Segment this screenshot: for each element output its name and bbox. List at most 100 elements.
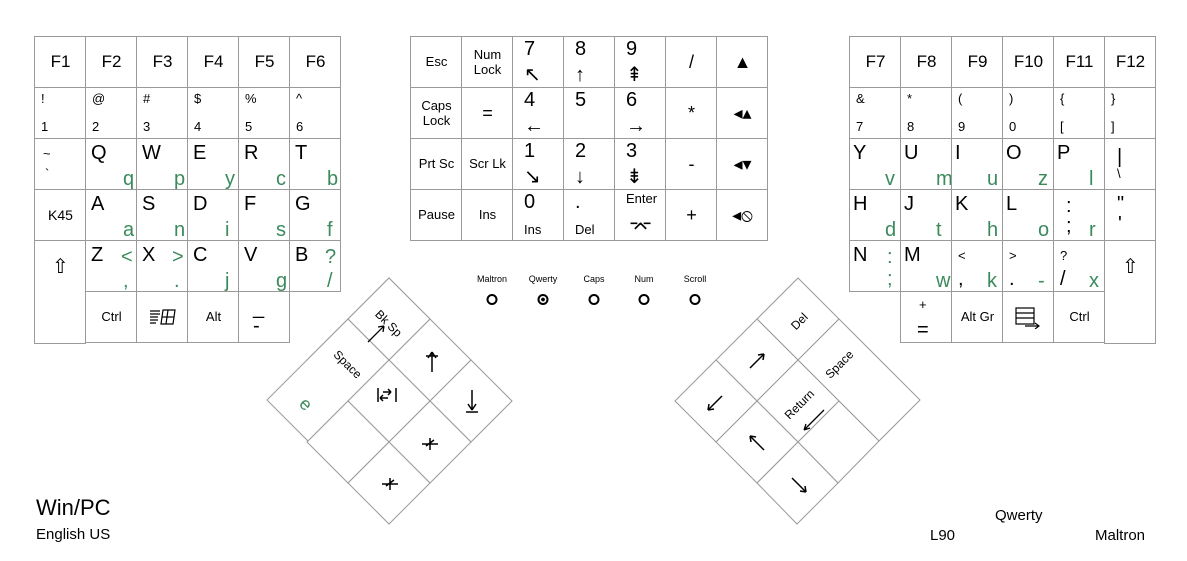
key-f1[interactable]: F1 (34, 36, 86, 88)
key-f12[interactable]: F12 (1104, 36, 1156, 88)
windows-icon (149, 309, 177, 330)
key-letter: B (295, 244, 309, 266)
key-f7[interactable]: F7 (849, 36, 901, 88)
right-shift-key[interactable]: ⇧ (1104, 240, 1156, 344)
key-bottom-4[interactable]: ?/x (1053, 240, 1105, 292)
key-digit-6[interactable]: ^6 (289, 87, 341, 139)
key-symbol: = (917, 319, 929, 341)
key-b[interactable]: B?/ (289, 240, 341, 292)
center-key-r4-c6[interactable]: + (665, 189, 717, 241)
key-letter: O (1006, 142, 1022, 164)
left-bksp-area[interactable] (347, 277, 431, 361)
minus-key[interactable]: _- (238, 291, 290, 343)
key-digit-3[interactable]: #3 (136, 87, 188, 139)
key-maltron-letter: i (225, 219, 230, 241)
key-f10[interactable]: F10 (1002, 36, 1054, 88)
key-f5[interactable]: F5 (238, 36, 290, 88)
right-ctrl-key[interactable]: Ctrl (1053, 291, 1105, 343)
key-shift-symbol: + (919, 297, 927, 312)
key-maltron-letter: z (1038, 168, 1048, 190)
arrow-down-left-icon (707, 395, 723, 411)
center-key-r1-c6[interactable]: / (665, 36, 717, 88)
center-key-r4-c5[interactable]: Enter⌤ (614, 189, 666, 241)
key-maltron-letter: n (174, 219, 186, 241)
key-maltron-symbol: > (172, 246, 184, 268)
key-digit: 0 (1009, 119, 1017, 134)
key-shift-symbol: } (1111, 91, 1116, 106)
key-f3[interactable]: F3 (136, 36, 188, 88)
center-key-r2-c4[interactable]: 5 (563, 87, 615, 139)
key-primary: . (575, 191, 581, 213)
key-label: Alt Gr (960, 309, 995, 325)
key-secondary: ↘ (524, 166, 541, 188)
os-label: Win/PC (36, 495, 111, 520)
center-key-r4-c4[interactable]: . Del (563, 189, 615, 241)
key-primary: 5 (575, 89, 587, 111)
center-key-r4-c1[interactable]: Pause (410, 189, 462, 241)
key-shift-symbol: % (245, 91, 257, 106)
center-key-r1-c5[interactable]: 9⇞ (614, 36, 666, 88)
key-primary: 6 (626, 89, 638, 111)
key-shift-symbol: ~ (43, 146, 51, 161)
center-key-r3-c1[interactable]: Prt Sc (410, 138, 462, 190)
key-pipe[interactable]: |\ (1104, 138, 1156, 190)
key-f8[interactable]: F8 (900, 36, 952, 88)
key-letter: S (142, 193, 156, 215)
key-digit-1[interactable]: !1 (34, 87, 86, 139)
key-label: F11 (1065, 52, 1094, 72)
led-dot (689, 294, 701, 305)
center-key-r1-c4[interactable]: 8↑ (563, 36, 615, 88)
key-shift-symbol: < (958, 248, 966, 263)
center-key-r2-c6[interactable]: * (665, 87, 717, 139)
center-key-r2-c3[interactable]: 4← (512, 87, 564, 139)
center-key-r3-c5[interactable]: 3⇟ (614, 138, 666, 190)
key-letter: W (142, 142, 161, 164)
led-label: Qwerty (528, 274, 558, 284)
center-key-r3-c6[interactable]: - (665, 138, 717, 190)
key-f6[interactable]: F6 (289, 36, 341, 88)
center-key-r4-c7[interactable]: ◂⦸ (716, 189, 768, 241)
key-label: ◂▴ (733, 102, 752, 123)
key-z[interactable]: Z<, (85, 240, 137, 292)
key-letter: D (193, 193, 208, 215)
key-f9[interactable]: F9 (951, 36, 1003, 88)
left-shift-key[interactable]: ⇧ (34, 240, 86, 344)
key-secondary: Del (575, 222, 595, 237)
key-maltron-letter: v (885, 168, 895, 190)
key-digit-][interactable]: }] (1104, 87, 1156, 139)
key-k45[interactable]: K45 (34, 189, 86, 241)
key-bottom-0[interactable]: N:; (849, 240, 901, 292)
key-maltron-letter: w (936, 270, 951, 292)
key-label: F8 (916, 52, 937, 72)
center-key-r2-c7[interactable]: ◂▴ (716, 87, 768, 139)
key-maltron-symbol: < (121, 246, 133, 268)
key-symbol: . (1009, 268, 1015, 290)
key-maltron-letter: o (1038, 219, 1050, 241)
center-key-r3-c2[interactable]: Scr Lk (461, 138, 513, 190)
center-key-r3-c3[interactable]: 1↘ (512, 138, 564, 190)
key-letter: Z (91, 244, 104, 266)
key-maltron-letter: y (225, 168, 235, 190)
left-ctrl-key[interactable]: Ctrl (85, 291, 137, 343)
key-sym-5[interactable]: "' (1104, 189, 1156, 241)
key-x[interactable]: X>. (136, 240, 188, 292)
key-bottom-2[interactable]: <,k (951, 240, 1003, 292)
key-label: + (686, 204, 697, 225)
shift-arrow-icon: ⇧ (1122, 256, 1139, 278)
key-symbol: ; (1066, 215, 1072, 237)
